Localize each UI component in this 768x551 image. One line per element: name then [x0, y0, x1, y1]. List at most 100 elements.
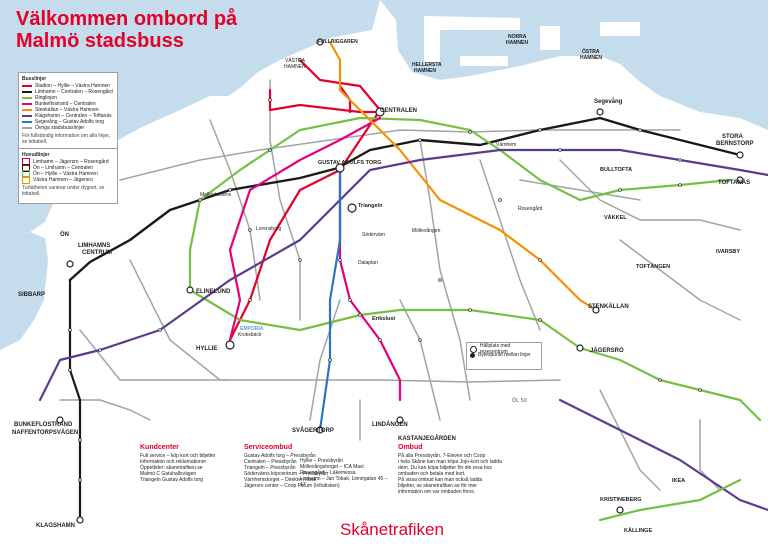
legend-label: Limhamn – Centralen – Rosengård [35, 89, 113, 95]
fullriggaren-stop-icon [316, 38, 324, 46]
red-route [228, 58, 382, 342]
stop-icon [158, 328, 162, 332]
label-nyhamnen-1: HELLERSTA [412, 62, 442, 68]
line-number-box-icon [22, 158, 30, 166]
legend-row: Övriga stadsbusslinjer [22, 125, 114, 131]
magenta-route [228, 116, 382, 342]
elinelund-stop-icon [186, 286, 194, 294]
interchange-symbol-icon [470, 352, 475, 358]
ombud-line: ombuden och betala med kort. [398, 471, 466, 477]
legend-label: Klagshamn – Centralen – Toftanäs [35, 113, 112, 119]
black-route-south [68, 278, 82, 522]
bunkeflostrand-stop-icon [56, 416, 64, 424]
line-number-box-icon [22, 176, 30, 184]
sea-area [0, 0, 768, 350]
label-kallinge: KÄLLINGE [624, 527, 652, 534]
legend-heading: Busslinjer [22, 76, 47, 82]
stop-icon [698, 388, 702, 392]
stop-icon [658, 378, 662, 382]
gray-route [419, 139, 471, 401]
ombud-line: i hela Skåne kan man köpa Jojo-kort och … [398, 459, 502, 465]
legend-row: Segevång – Gustav Adolfs torg [22, 119, 114, 125]
legend-line-row: Ön – Hyllie – Västra Hamnen [22, 170, 114, 178]
label-norra-hamnen-1: NORRA [508, 34, 527, 40]
stop-icon [78, 438, 82, 442]
legend-row: Limhamn – Centralen – Rosengård [22, 89, 114, 95]
stop-icon [268, 98, 272, 102]
legend-swatch [22, 97, 32, 99]
stop-icon [438, 278, 442, 282]
pier-north [424, 16, 520, 62]
stop-icon [678, 158, 682, 162]
ombud-line: På vissa ombud kan man också ladda [398, 477, 483, 483]
label-varnhem: Värnhem [496, 142, 516, 148]
label-kastanjegarden: KASTANJEGÅRDEN [398, 435, 456, 442]
label-naffentorpsvagen: NAFFENTORPSVÄGEN [12, 429, 78, 436]
legend-label: Övriga stadsbusslinjer [35, 125, 85, 131]
stop-icon [348, 298, 352, 302]
stop-icon [498, 198, 502, 202]
kundcenter-line: Triangeln Gustav Adolfs torg [140, 477, 203, 483]
label-limhamns: LIMHAMNS [78, 243, 110, 249]
service-line: Triangeln – Pressbyrån [244, 465, 296, 471]
legend-line-note: Turtätheten varierar under dygnet, se ti… [22, 185, 105, 197]
label-mollevangen: Möllevången [412, 227, 441, 234]
legend-swatch [22, 127, 32, 129]
legend-line-label: Limhamn – Jägersro – Rosengård [33, 159, 109, 165]
label-ikea: IKEA [672, 478, 685, 484]
orange-route [328, 40, 598, 312]
info-ombud: Ombud På alla Pressbyrån, 7-Eleven och C… [398, 444, 508, 515]
legend-row: Klagshamn – Centralen – Toftanäs [22, 113, 114, 119]
label-ostra-hamnen-2: HAMNEN [580, 55, 602, 61]
stop-icon [378, 338, 382, 342]
label-sibbarp: SIBBARP [18, 292, 45, 298]
stop-icon [678, 183, 682, 187]
stop-icon [638, 128, 642, 132]
label-hyllie: HYLLIE [196, 346, 217, 352]
label-ostra-hamnen-1: ÖSTRA [582, 48, 600, 55]
legend-label: Stenkällan – Västra Hamnen [35, 107, 99, 113]
label-fullriggaren: FULLRIGGAREN [318, 39, 358, 45]
legend-line-heading: Huvudlinjer [22, 152, 50, 158]
hyllie-stop-icon [225, 340, 235, 350]
legend-label: Segevång – Gustav Adolfs torg [35, 119, 104, 125]
label-sodervarn: Södervärn [362, 232, 385, 238]
service-line: Jägersro center – Coop Forum (Infodisken… [244, 483, 340, 489]
label-centralen: CENTRALEN [380, 108, 417, 114]
label-centrum: CENTRUM [82, 250, 112, 256]
gray-route [59, 399, 151, 421]
label-dalaplan: Dalaplan [358, 260, 378, 266]
legend-line-row: Limhamn – Jägersro – Rosengård [22, 158, 114, 166]
klagshamn-stop-icon [76, 516, 84, 524]
legend-row: Bunkeflostrand – Centralen [22, 101, 114, 107]
kundcenter-line: Öppettider: skanetrafiken.se [140, 465, 203, 471]
info-service-2: Hyllie – Pressbyrån Möllevångstorget – I… [300, 458, 390, 528]
label-nyhamnen-2: HAMNEN [414, 68, 436, 74]
gray-route [399, 299, 441, 421]
gray-route [269, 79, 301, 321]
stop-icon [68, 328, 72, 332]
label-svagertorp: SVÅGERTORP [292, 427, 334, 434]
purple-route-southeast [558, 398, 768, 512]
sea-southwest [0, 232, 48, 350]
title-line-2: Malmö stadsbuss [16, 30, 184, 52]
triangeln-stop-icon [347, 203, 357, 213]
gray-route [79, 329, 231, 381]
bus-routes [38, 40, 768, 522]
kundcenter-heading: Kundcenter [140, 444, 179, 451]
legend-line-label: Ön – Hyllie – Västra Hamnen [33, 171, 98, 177]
stop-icon [558, 148, 562, 152]
label-erikslust: Erikslust [372, 316, 395, 322]
ombud-line: information om var ombuden finns. [398, 489, 475, 495]
gray-route [599, 389, 661, 491]
kundcenter-line: Information och reklamationer [140, 459, 207, 465]
service-heading: Serviceombud [244, 444, 293, 451]
black-route [68, 116, 742, 282]
label-gustav-adolfs-torg: GUSTAV ADOLFS TORG [318, 160, 381, 166]
label-lorensborg: Lorensborg [256, 226, 282, 232]
label-ivarsby: IVARSBY [716, 249, 740, 255]
label-kroksback: Kroksbäck [238, 332, 262, 338]
stop-icon [228, 188, 232, 192]
gray-route [519, 179, 641, 201]
